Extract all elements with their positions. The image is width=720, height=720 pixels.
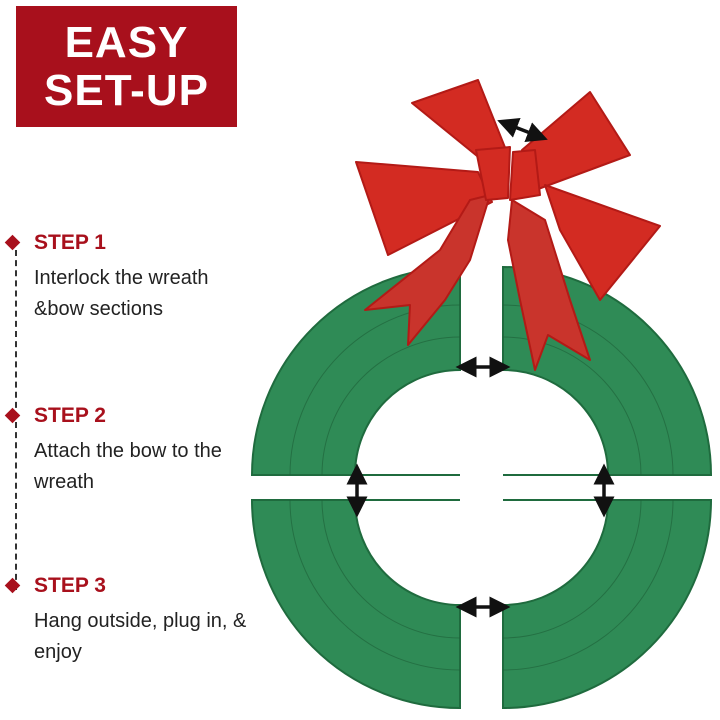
step-title: STEP 2 — [34, 404, 106, 427]
easy-setup-banner: EASY SET-UP — [16, 6, 237, 127]
bow-left-tail — [364, 194, 491, 346]
step-description: Hang outside, plug in, & enjoy — [34, 610, 247, 663]
bow-knot — [475, 146, 541, 201]
step-description: Attach the bow to the wreath — [34, 440, 222, 493]
steps-timeline — [15, 250, 17, 590]
step-title: STEP 3 — [34, 574, 106, 597]
bow-left-side-loop — [355, 161, 493, 256]
banner-line-1: EASY — [64, 17, 189, 67]
step-title: STEP 1 — [34, 231, 106, 254]
bow-right-side-loop — [544, 184, 661, 301]
step-description: Interlock the wreath &bow sections — [34, 267, 209, 320]
double-arrow-icon — [497, 117, 548, 143]
banner-line-2: SET-UP — [44, 65, 209, 115]
wreath-section-bottom-right — [502, 499, 713, 710]
wreath-section-bottom-left — [250, 499, 461, 710]
bow-right-tail — [507, 199, 591, 371]
